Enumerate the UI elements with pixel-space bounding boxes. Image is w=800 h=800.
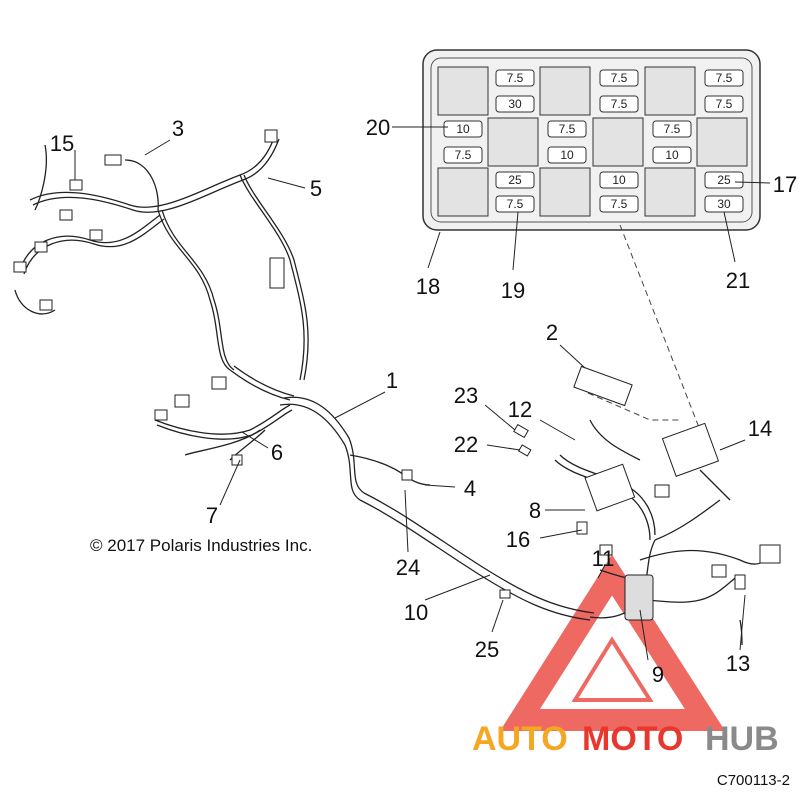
- watermark-part1: AUTO: [472, 720, 568, 758]
- leader-lines: [74, 126, 771, 661]
- fuse-value: 25: [717, 173, 731, 187]
- fuse-value: 7.5: [611, 197, 628, 211]
- dashed-leader: [619, 224, 701, 431]
- fuse-value: 7.5: [664, 122, 681, 136]
- fuse-value: 10: [456, 122, 470, 136]
- fuse-value: 7.5: [611, 71, 628, 85]
- copyright-text: © 2017 Polaris Industries Inc.: [90, 536, 312, 555]
- callout-25: 25: [475, 637, 499, 662]
- callout-1: 1: [386, 368, 398, 393]
- callout-6: 6: [271, 440, 283, 465]
- callout-22: 22: [454, 432, 478, 457]
- callout-18: 18: [416, 274, 440, 299]
- callout-7: 7: [206, 503, 218, 528]
- fuse-value: 7.5: [507, 71, 524, 85]
- callout-10: 10: [404, 600, 428, 625]
- fuse-value: 7.5: [716, 71, 733, 85]
- callout-9: 9: [652, 662, 664, 687]
- connectors: [13, 129, 781, 621]
- figure-code: C700113-2: [717, 772, 790, 789]
- fuse-value: 25: [508, 173, 522, 187]
- fuse-value: 10: [612, 173, 626, 187]
- callout-13: 13: [726, 651, 750, 676]
- watermark-triangle: [499, 554, 726, 731]
- callout-14: 14: [748, 416, 772, 441]
- callout-15: 15: [50, 131, 74, 156]
- fuse-value: 7.5: [455, 148, 472, 162]
- callout-11: 11: [592, 546, 615, 571]
- fuse-value: 10: [560, 148, 574, 162]
- callout-24: 24: [396, 555, 420, 580]
- fuse-value: 30: [717, 197, 731, 211]
- fuse-value: 7.5: [716, 97, 733, 111]
- callout-2: 2: [546, 320, 558, 345]
- watermark-part3: HUB: [705, 720, 779, 758]
- callout-21: 21: [726, 268, 750, 293]
- callout-4: 4: [464, 476, 476, 501]
- callout-8: 8: [529, 498, 541, 523]
- wiring-harness: [14, 134, 771, 646]
- callout-16: 16: [506, 527, 530, 552]
- fuse-value: 7.5: [611, 97, 628, 111]
- callout-12: 12: [508, 397, 532, 422]
- watermark-logo: AUTO MOTO HUB: [472, 720, 779, 758]
- fuse-value: 30: [508, 97, 522, 111]
- watermark-part2: MOTO: [582, 720, 683, 758]
- fuse-value: 10: [665, 148, 679, 162]
- callout-23: 23: [454, 383, 478, 408]
- callout-19: 19: [501, 278, 525, 303]
- fuse-value: 7.5: [507, 197, 524, 211]
- fuse-value: 7.5: [559, 122, 576, 136]
- callout-17: 17: [773, 172, 797, 197]
- callout-20: 20: [366, 115, 390, 140]
- callout-5: 5: [310, 176, 322, 201]
- callout-3: 3: [172, 116, 184, 141]
- fuse-box: 7.5 30 7.5 7.5 7.5 7.5 10 7.5 7.5 10 7.5…: [422, 49, 761, 231]
- dashed-leader: [587, 392, 680, 421]
